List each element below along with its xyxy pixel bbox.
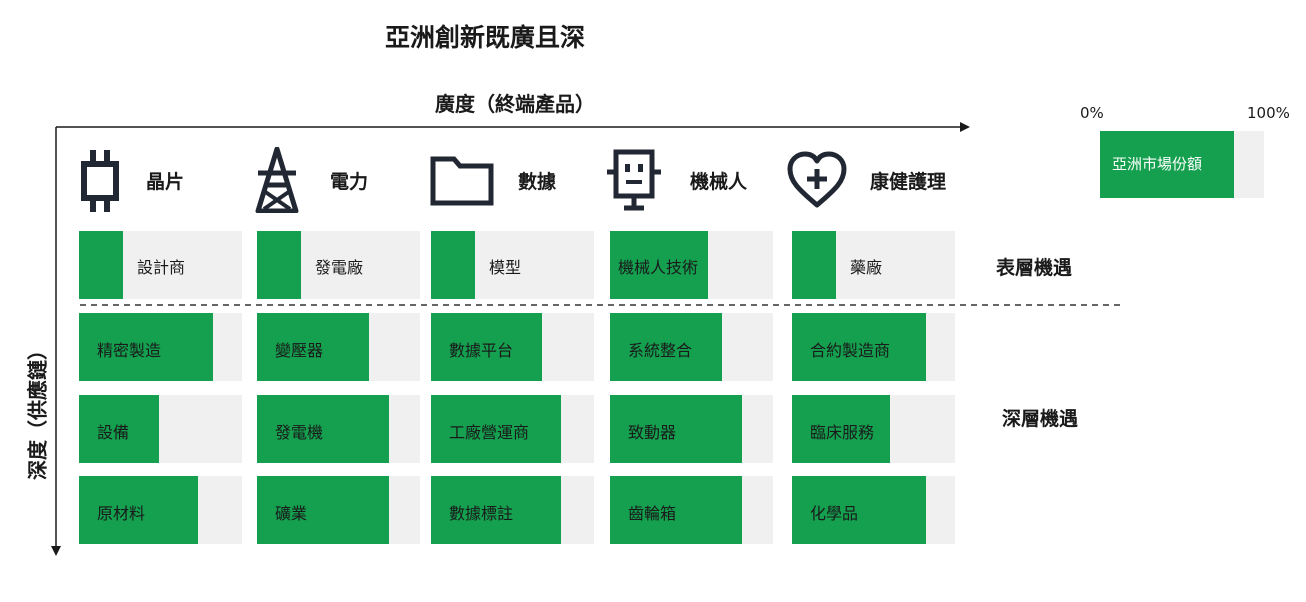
- folder-icon: [430, 154, 494, 206]
- category-healthcare: 康健護理: [786, 145, 946, 215]
- grid-cell: 發電廠: [257, 231, 420, 299]
- grid-cell: 合約製造商: [792, 313, 955, 381]
- legend-item-label: 亞洲市場份額: [1112, 155, 1203, 173]
- cell-label: 設備: [97, 423, 130, 442]
- category-chip: 晶片: [80, 145, 184, 215]
- legend-min-label: 0%: [1080, 104, 1104, 122]
- grid-cell: 致動器: [610, 395, 773, 463]
- horizontal-axis-arrow: [960, 122, 970, 132]
- cell-label: 機械人技術: [618, 258, 699, 277]
- cell-label: 礦業: [275, 504, 308, 523]
- grid-cell: 模型: [431, 231, 594, 299]
- vertical-axis-arrow: [51, 546, 61, 556]
- cell-label: 數據標註: [449, 504, 514, 523]
- grid-cell: 臨床服務: [792, 395, 955, 463]
- market-share-bar: [257, 313, 369, 381]
- market-share-bar: [610, 395, 742, 463]
- cell-label: 發電廠: [315, 258, 364, 277]
- cell-label: 數據平台: [449, 341, 514, 360]
- market-share-bar: [792, 313, 926, 381]
- grid-cell: 化學品: [792, 476, 955, 544]
- market-share-bar: [257, 476, 389, 544]
- cell-label: 發電機: [275, 423, 324, 442]
- grid-cell: 原材料: [79, 476, 242, 544]
- vertical-axis-label: 深度（供應鏈）: [25, 340, 50, 480]
- grid-cell: 數據標註: [431, 476, 594, 544]
- market-share-bar: [79, 395, 159, 463]
- market-share-bar: [431, 313, 542, 381]
- row-label-surface: 表層機遇: [996, 257, 1073, 279]
- grid-cell: 工廠營運商: [431, 395, 594, 463]
- market-share-bar: [79, 313, 213, 381]
- grid-cell: 變壓器: [257, 313, 420, 381]
- category-data: 數據: [430, 145, 556, 215]
- cell-label: 原材料: [97, 504, 146, 523]
- grid-cell: 設計商: [79, 231, 242, 299]
- legend-fill: [1100, 131, 1234, 198]
- horizontal-axis-label: 廣度（終端產品）: [435, 92, 595, 116]
- grid-cell: 精密製造: [79, 313, 242, 381]
- market-share-bar: [792, 231, 836, 299]
- robot-icon: [606, 148, 662, 212]
- category-label-healthcare: 康健護理: [870, 170, 947, 193]
- cell-label: 齒輪箱: [628, 504, 677, 523]
- market-share-bar: [431, 476, 561, 544]
- cell-label: 工廠營運商: [449, 423, 530, 442]
- market-share-bar: [610, 313, 722, 381]
- cell-label: 藥廠: [850, 258, 883, 277]
- market-share-bar: [79, 231, 123, 299]
- grid-cell: 設備: [79, 395, 242, 463]
- market-share-bar: [610, 476, 742, 544]
- cell-label: 化學品: [810, 504, 859, 523]
- market-share-bar: [257, 231, 301, 299]
- category-label-power: 電力: [330, 170, 369, 193]
- legend-max-label: 100%: [1247, 104, 1290, 122]
- market-share-bar: [257, 395, 389, 463]
- grid-cell: 數據平台: [431, 313, 594, 381]
- chart-title: 亞洲創新既廣且深: [384, 23, 585, 52]
- grid-cell: 機械人技術: [610, 231, 773, 299]
- cell-label: 設計商: [137, 258, 186, 277]
- chip-icon: [80, 148, 120, 212]
- category-power: 電力: [254, 145, 368, 215]
- category-robot: 機械人: [606, 145, 747, 215]
- grid-cell: 系統整合: [610, 313, 773, 381]
- cell-label: 變壓器: [275, 341, 324, 360]
- cell-label: 臨床服務: [810, 423, 875, 442]
- power-tower-icon: [254, 147, 300, 213]
- cell-label: 模型: [489, 258, 522, 277]
- market-share-bar: [792, 395, 890, 463]
- cell-label: 致動器: [628, 423, 677, 442]
- category-label-robot: 機械人: [690, 170, 748, 193]
- market-share-bar: [431, 231, 475, 299]
- cell-label: 合約製造商: [810, 341, 891, 360]
- market-share-bar: [610, 231, 708, 299]
- heart-plus-icon: [786, 149, 848, 211]
- cell-label: 系統整合: [628, 341, 693, 360]
- legend-bar: 亞洲市場份額: [1100, 131, 1264, 198]
- category-label-chip: 晶片: [146, 170, 185, 193]
- grid-cell: 發電機: [257, 395, 420, 463]
- cell-label: 精密製造: [97, 341, 162, 360]
- market-share-bar: [792, 476, 926, 544]
- grid-cell: 礦業: [257, 476, 420, 544]
- market-share-bar: [79, 476, 198, 544]
- grid-cell: 齒輪箱: [610, 476, 773, 544]
- grid-cell: 藥廠: [792, 231, 955, 299]
- market-share-bar: [431, 395, 561, 463]
- row-label-deep: 深層機遇: [1002, 408, 1079, 430]
- category-label-data: 數據: [518, 170, 557, 193]
